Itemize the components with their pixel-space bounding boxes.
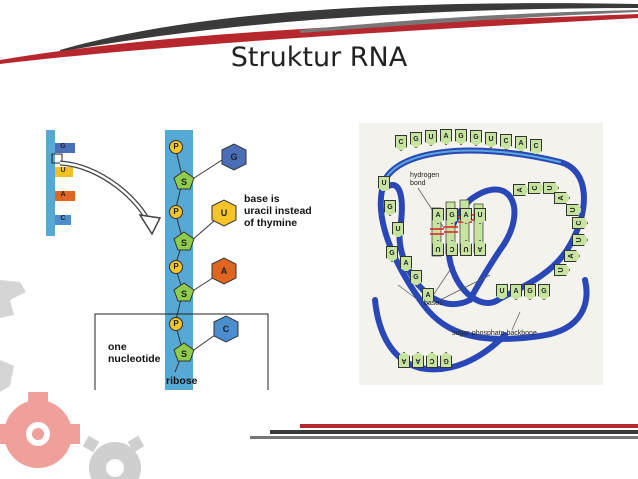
phosphate-circle: P: [169, 260, 183, 274]
backbone-label: sugar-phosphate backbone: [452, 330, 537, 337]
ribose-label: ribose: [166, 375, 198, 387]
sugar-pentagon: S: [173, 231, 195, 251]
mini-base-letter: U: [60, 167, 66, 174]
rna-base-tab: A: [432, 208, 444, 224]
rna-base-tab: A: [460, 208, 472, 224]
rna-base-tab: G: [455, 129, 467, 145]
gear-icon: [0, 392, 80, 468]
svg-text:S: S: [181, 289, 187, 299]
base-u-hex: [211, 199, 237, 227]
rna-base-tab: U: [425, 130, 437, 146]
slide-title: Struktur RNA: [230, 42, 408, 73]
nucleotide-label-line-2: nucleotide: [108, 353, 161, 365]
hydrogen-bond-label-line-2: bond: [410, 180, 426, 187]
rna-base-tab: G: [386, 246, 398, 262]
mini-base-letter: A: [60, 191, 66, 198]
rna-base-tab: G: [538, 284, 550, 300]
bases-label: bases: [424, 300, 443, 307]
rna-base-tab: A: [422, 288, 434, 304]
svg-text:S: S: [181, 177, 187, 187]
rna-base-tab: G: [384, 200, 396, 216]
base-c-hex: [213, 315, 239, 343]
base-letter-u: U: [220, 208, 228, 218]
base-a-hex: [211, 257, 237, 285]
rna-base-tab: U: [496, 284, 508, 300]
mini-base-letter: C: [60, 215, 66, 222]
phosphate-circle: P: [169, 140, 183, 154]
nucleotide-bracket: [94, 313, 269, 390]
rna-base-tab: G: [524, 284, 536, 300]
base-g-hex: [221, 143, 247, 171]
sugar-pentagon: S: [173, 170, 195, 190]
rna-base-tab: G: [446, 208, 458, 224]
rna-base-tab: A: [400, 256, 412, 272]
rna-base-tab: C: [500, 134, 512, 150]
svg-text:S: S: [181, 238, 187, 248]
rna-base-tab: C: [530, 139, 542, 155]
base-letter-g: G: [230, 152, 238, 162]
annotation-line-3: of thymine: [244, 217, 298, 229]
rna-base-tab: A: [510, 284, 522, 300]
rna-base-tab: U: [392, 222, 404, 238]
gear-icon: [0, 280, 26, 392]
mini-base-a: [55, 191, 75, 201]
gear-icon: [82, 435, 145, 479]
mini-base-u: [55, 167, 73, 177]
sugar-pentagon: S: [173, 342, 195, 362]
mini-base-c: [55, 215, 71, 225]
rna-base-tab: A: [440, 129, 452, 145]
phosphate-circle: P: [169, 205, 183, 219]
nucleotide-label-line-1: one: [108, 341, 127, 353]
rna-base-tab: G: [410, 132, 422, 148]
svg-text:S: S: [181, 349, 187, 359]
rna-base-tab: C: [395, 135, 407, 151]
rna-base-tab: G: [470, 130, 482, 146]
rna-base-tab: A: [515, 136, 527, 152]
rna-base-tab: U: [485, 132, 497, 148]
phosphate-circle: P: [169, 317, 183, 331]
arrow-head: [138, 214, 162, 236]
rna-base-tab: U: [378, 176, 390, 192]
annotation-line-1: base is: [244, 193, 280, 205]
base-letter-a: A: [220, 266, 228, 276]
hydrogen-bond-label-line-1: hydrogen: [410, 172, 440, 179]
base-letter-c: C: [222, 324, 230, 334]
mini-selection-box: [51, 153, 63, 164]
annotation-line-2: uracil instead: [244, 205, 312, 217]
rna-base-tab: U: [474, 208, 486, 224]
mini-base-g: [55, 143, 75, 153]
mini-base-letter: G: [60, 143, 66, 150]
mini-strand: [46, 130, 55, 236]
sugar-pentagon: S: [173, 282, 195, 302]
rna-base-tab: G: [410, 270, 422, 286]
